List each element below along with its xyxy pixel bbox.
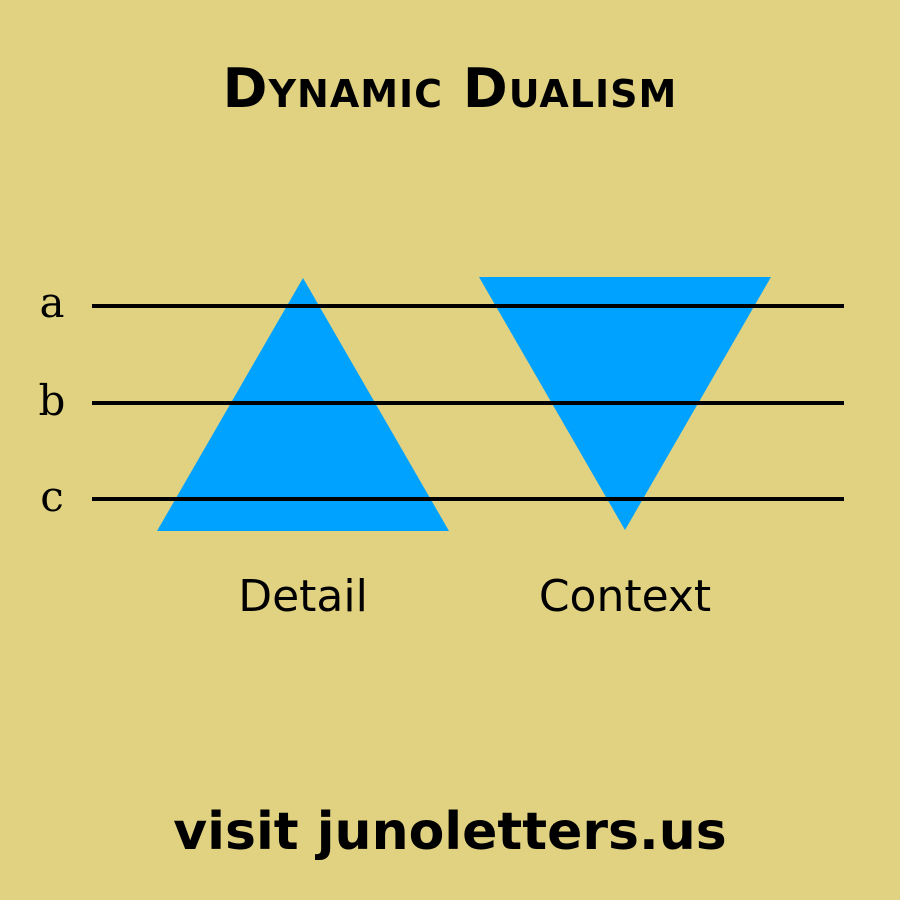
context-label: Context [538, 571, 712, 622]
diagram-title: Dynamic Dualism [222, 57, 678, 120]
row-label-c: c [40, 472, 64, 521]
detail-label: Detail [238, 571, 368, 622]
row-label-b: b [38, 376, 66, 425]
footer-url: visit junoletters.us [173, 802, 727, 862]
row-label-a: a [39, 278, 65, 327]
